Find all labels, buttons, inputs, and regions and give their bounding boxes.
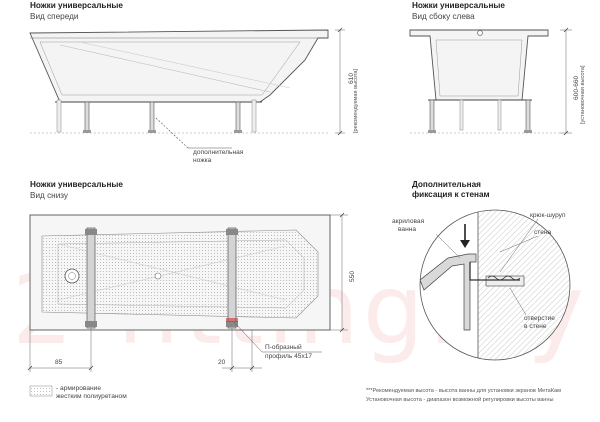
legend-text-1: - армирование (56, 385, 102, 392)
drain-hole (64, 268, 80, 284)
side-view-title: Ножки универсальные (412, 1, 505, 10)
extra-leg-label-2: ножка (193, 157, 212, 164)
bottom-left-dim: 85 (55, 359, 63, 366)
screw-label: крюк-шуруп (530, 212, 566, 219)
profile-label-1: П-образный (265, 344, 302, 351)
bottom-view-subtitle: Вид снизу (30, 191, 69, 200)
hole-label-1: отверстие (524, 315, 555, 322)
front-height-note: [рекомендуемая высота] (353, 68, 359, 133)
bottom-view-drawing (27, 212, 348, 372)
arrow-down-icon (460, 240, 470, 248)
bath-rim-profile (420, 253, 477, 331)
u-profile-right (227, 227, 237, 329)
side-leg (429, 99, 435, 133)
front-leg (149, 101, 155, 133)
side-height-note: [установочная высота] (580, 65, 586, 125)
bottom-right-dim: 20 (218, 359, 226, 366)
legend-swatch (29, 385, 53, 397)
wall-hole (485, 275, 525, 287)
fixation-title-1: Дополнительная (412, 180, 481, 189)
front-leg (84, 101, 90, 133)
bottom-width-dim: 550 (349, 270, 356, 282)
wall-fixation-drawing (419, 209, 571, 361)
front-view-title: Ножки универсальные (30, 1, 123, 10)
footnote-1: ***Рекомендуемая высота - высота ванны д… (366, 388, 561, 394)
front-leg (235, 101, 241, 133)
fixation-title-2: фиксация к стенам (412, 190, 490, 199)
side-view-subtitle: Вид сбоку слева (412, 12, 475, 21)
bottom-view-title: Ножки универсальные (30, 180, 123, 189)
legend-text-2: жестким полиуретаном (56, 393, 127, 400)
profile-label-2: профиль 45х17 (265, 353, 313, 360)
acrylic-label-1: акриловая (392, 218, 425, 225)
wall-label: стена (534, 229, 552, 236)
front-view-subtitle: Вид спереди (30, 12, 79, 21)
side-view-drawing (409, 27, 572, 136)
acrylic-label-2: ванна (398, 226, 417, 233)
hole-label-2: в стене (524, 323, 547, 330)
footnote-2: Установочная высота - диапазон возможной… (366, 397, 554, 403)
u-profile-left (86, 227, 96, 329)
front-view-drawing (29, 27, 345, 149)
hook-screw (487, 275, 521, 281)
extra-leg-label-1: дополнительная (193, 149, 244, 156)
side-leg (525, 99, 531, 133)
